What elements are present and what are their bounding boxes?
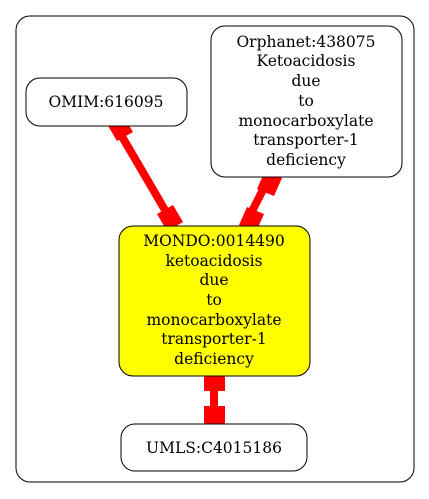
node-orphanet-line: monocarboxylate bbox=[238, 112, 373, 130]
node-mondo[interactable]: MONDO:0014490 ketoacidosis due to monoca… bbox=[118, 225, 311, 377]
node-orphanet-box bbox=[210, 25, 403, 178]
node-orphanet-line: Ketoacidosis bbox=[257, 52, 356, 70]
node-omim-box bbox=[25, 77, 188, 127]
edge-orphanet-mondo bbox=[239, 170, 282, 232]
edges bbox=[107, 115, 282, 428]
node-mondo-line: ketoacidosis bbox=[165, 252, 262, 270]
node-orphanet[interactable]: Orphanet:438075 Ketoacidosis due to mono… bbox=[210, 25, 403, 178]
node-mondo-line: deficiency bbox=[174, 350, 254, 368]
node-omim-label: OMIM:616095 bbox=[49, 93, 164, 111]
node-mondo-line: transporter-1 bbox=[161, 330, 266, 348]
node-orphanet-line: deficiency bbox=[266, 151, 346, 169]
edge-omim-mondo-head-marker bbox=[157, 205, 183, 231]
cluster-boundary bbox=[15, 15, 415, 483]
node-umls[interactable]: UMLS:C4015186 bbox=[120, 423, 308, 472]
node-orphanet-line: due bbox=[291, 72, 320, 90]
edge-omim-mondo bbox=[107, 115, 183, 231]
node-orphanet-line: Orphanet:438075 bbox=[236, 33, 375, 51]
node-orphanet-line: transporter-1 bbox=[253, 131, 358, 149]
node-mondo-line: to bbox=[206, 291, 222, 309]
edge-mondo-umls bbox=[204, 371, 225, 428]
node-umls-label: UMLS:C4015186 bbox=[146, 439, 282, 457]
node-orphanet-line: to bbox=[298, 92, 314, 110]
node-mondo-line: MONDO:0014490 bbox=[143, 232, 285, 250]
node-mondo-line: due bbox=[199, 271, 228, 289]
edge-mondo-umls-head-marker bbox=[204, 406, 225, 428]
node-umls-box bbox=[120, 423, 308, 472]
node-omim[interactable]: OMIM:616095 bbox=[25, 77, 188, 127]
node-mondo-line: monocarboxylate bbox=[146, 311, 281, 329]
node-mondo-box bbox=[118, 225, 311, 377]
